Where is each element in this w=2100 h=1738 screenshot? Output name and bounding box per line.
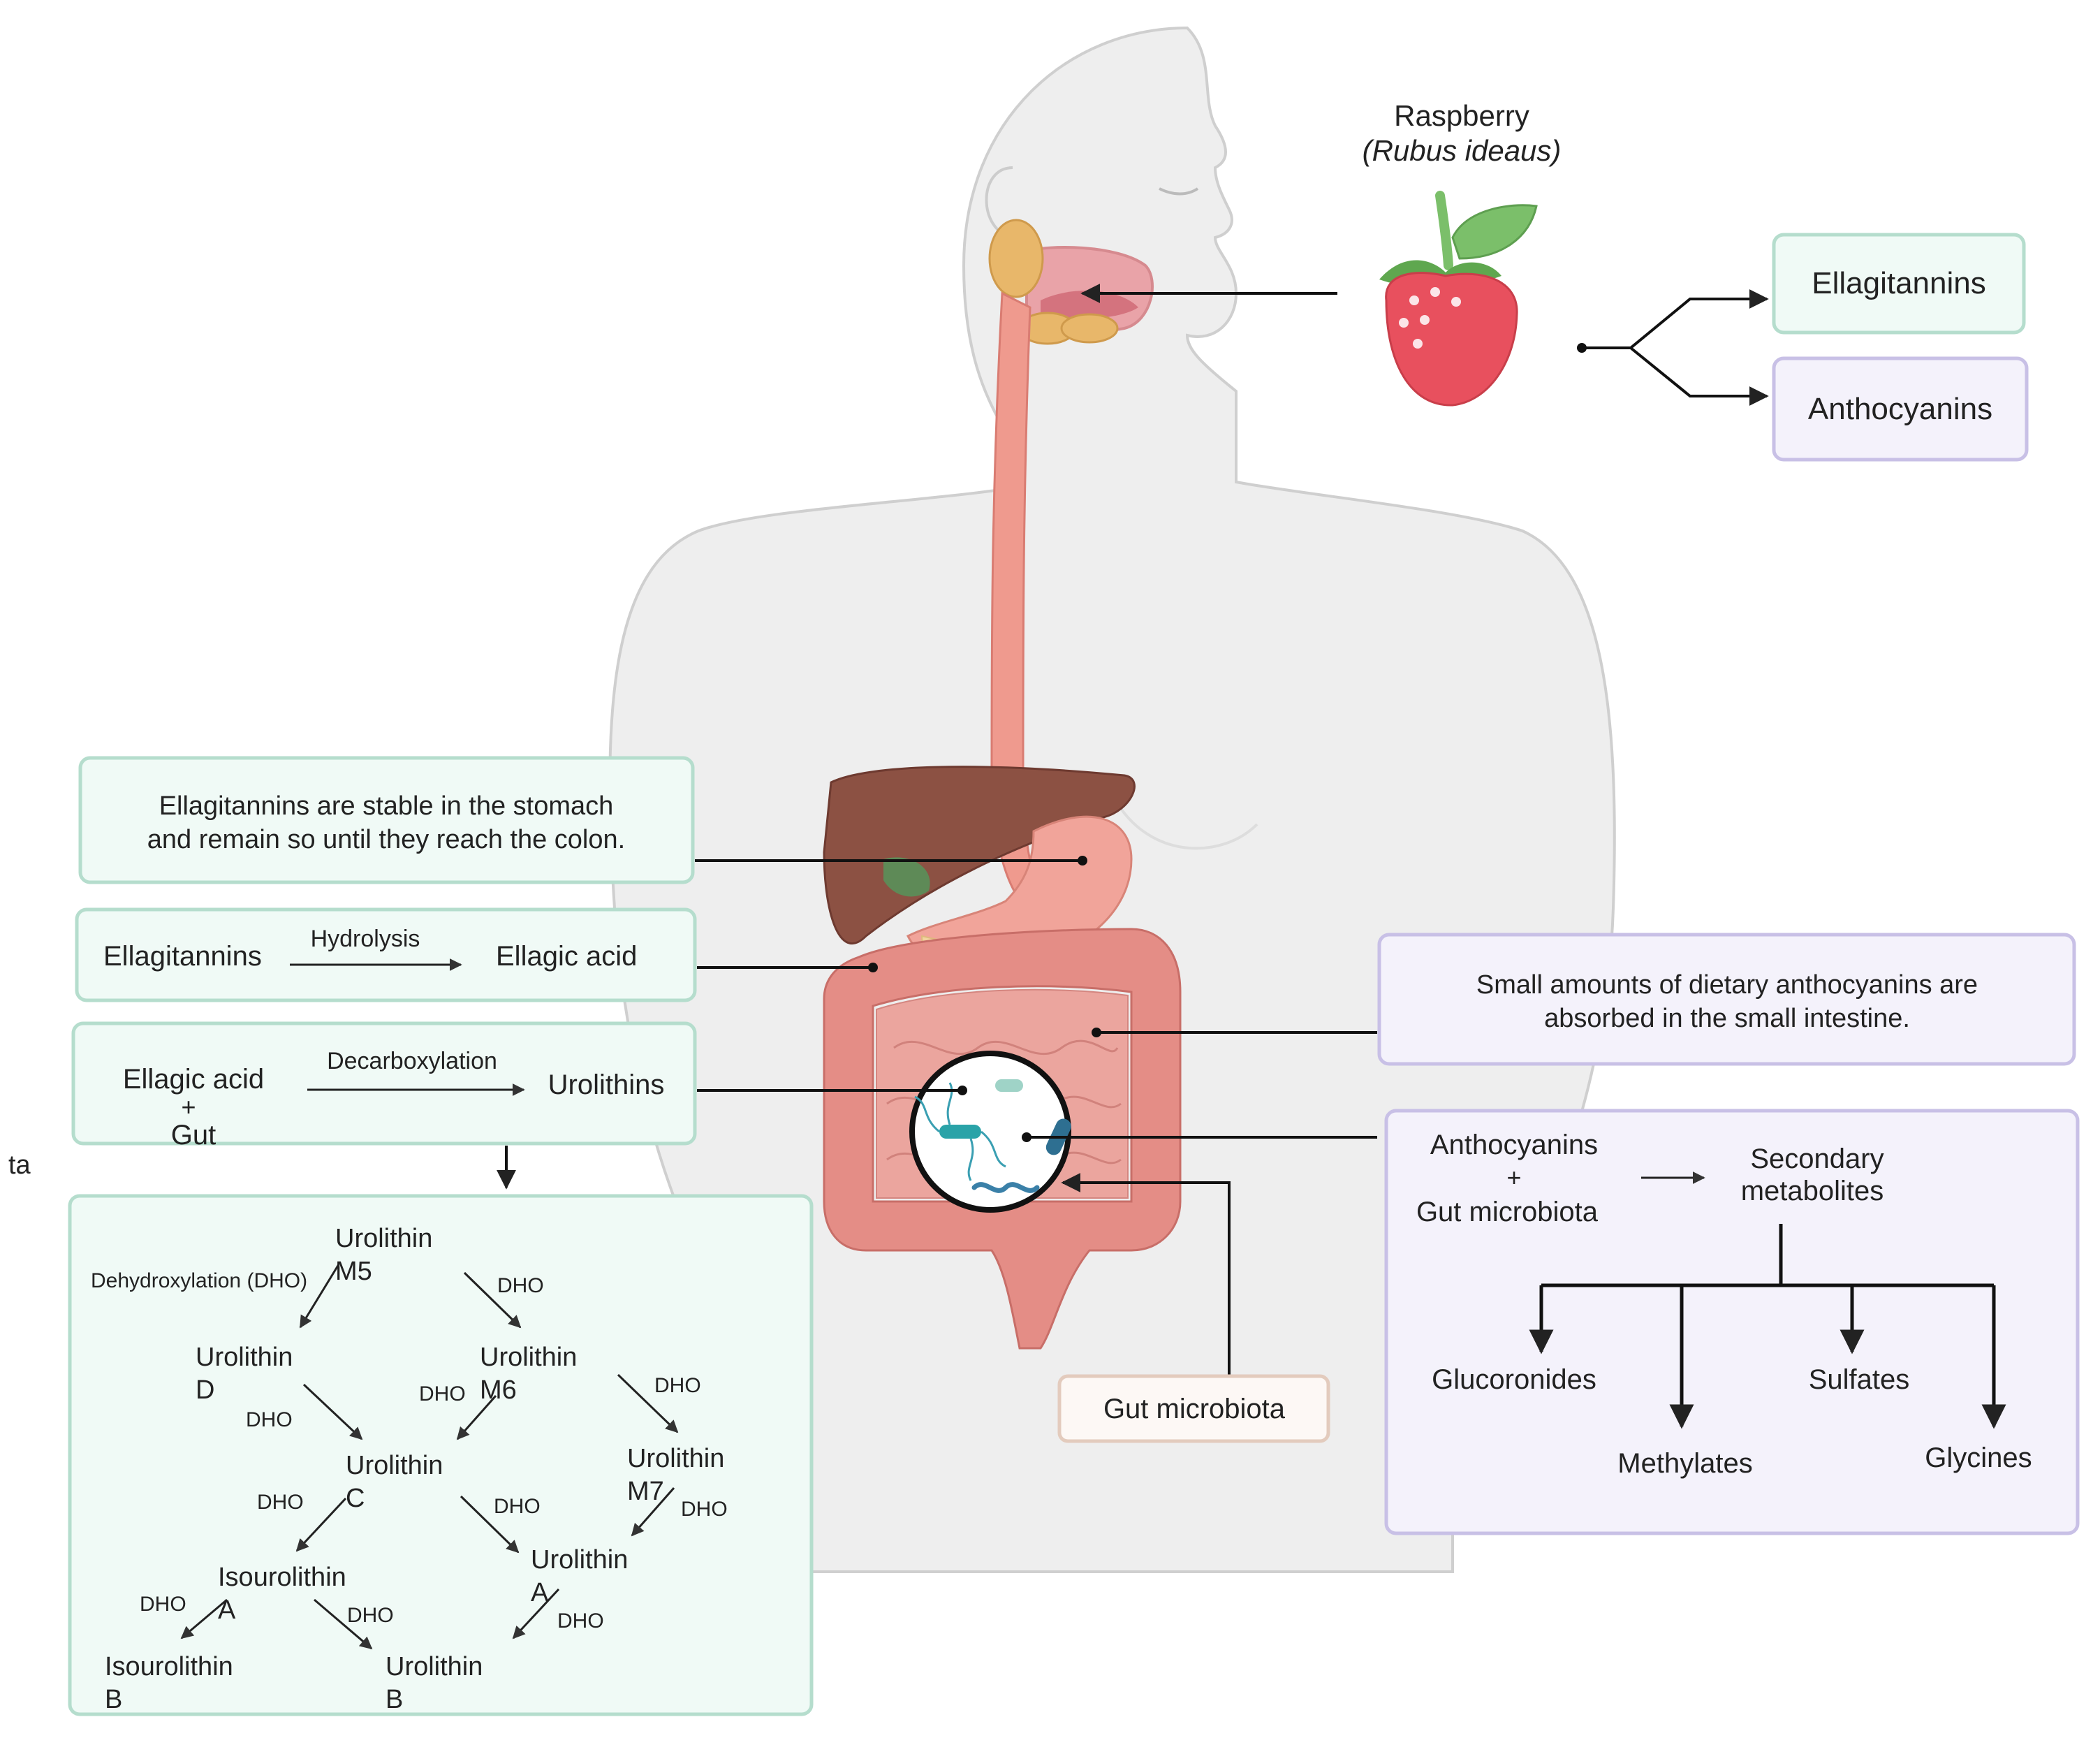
absorption-note-line2: absorbed in the small intestine. [1544, 1004, 1910, 1033]
ellagitannins-box [1772, 233, 2026, 335]
salivary-glands [988, 219, 1119, 345]
urolithin-pathway-box [68, 1194, 814, 1716]
gut-microbiota-label: Gut microbiota [1103, 1394, 1286, 1424]
urolithin-a-line1: Urolithin [531, 1545, 628, 1575]
absorption-note-line1: Small amounts of dietary anthocyanins ar… [1476, 970, 1978, 1000]
metabolite-tree [1529, 1224, 2006, 1429]
dho-label-8: DHO [140, 1593, 186, 1616]
hydrolysis-box [75, 907, 697, 1002]
metabolite-methylates: Methylates [1617, 1448, 1752, 1479]
dehydroxylation-label: Dehydroxylation (DHO) [91, 1269, 307, 1292]
dho-label-4: DHO [654, 1374, 701, 1397]
anthocyanins-label: Anthocyanins [1808, 392, 1992, 426]
connectors [497, 284, 1769, 1376]
urolithin-m5-line1: Urolithin [335, 1224, 432, 1253]
raspberry-leaf [1451, 204, 1538, 260]
urolithin-m7-line1: Urolithin [627, 1444, 724, 1473]
hydrolysis-arrow-label: Hydrolysis [311, 926, 420, 952]
stomach-note-box [78, 756, 695, 884]
stomach-note-line2: and remain so until they reach the colon… [147, 825, 625, 854]
decarboxylation-left1: Ellagic acid [123, 1064, 264, 1095]
metabolism-left2: Gut microbiota [1416, 1197, 1599, 1227]
urolithin-a-line2: A [531, 1578, 549, 1607]
urolithin-m6-line1: Urolithin [480, 1343, 577, 1372]
raspberry-name: Raspberry [1394, 99, 1529, 132]
dho-label-6: DHO [494, 1495, 541, 1518]
arrow-gut-microbiota [1061, 1173, 1231, 1376]
dho-label-10: DHO [557, 1609, 604, 1633]
decarboxylation-box [71, 1021, 697, 1146]
urolithin-m6-line2: M6 [480, 1375, 517, 1405]
digestive-organs [823, 219, 1182, 1350]
dho-label-2: DHO [246, 1408, 293, 1431]
large-intestine [823, 928, 1182, 1350]
decarboxylation-right: Urolithins [548, 1069, 665, 1100]
metabolism-right2: metabolites [1741, 1176, 1884, 1206]
metabolite-glucoronides: Glucoronides [1432, 1364, 1596, 1395]
dho-label-1: DHO [497, 1274, 544, 1297]
eye [1159, 187, 1199, 196]
urolithin-c-line1: Urolithin [346, 1451, 443, 1480]
chest-line [1116, 802, 1258, 850]
isourolithin-b-line1: Isourolithin [105, 1652, 233, 1681]
urolithin-m5-line2: M5 [335, 1257, 372, 1286]
gut-microbiota-box [1057, 1374, 1330, 1443]
gut-microbiota-magnifier [909, 1051, 1071, 1213]
ellagitannins-label: Ellagitannins [1812, 266, 1986, 300]
metabolite-sulfates: Sulfates [1809, 1364, 1910, 1395]
raspberry-seeds [1399, 287, 1461, 349]
side-text: ta [8, 1151, 31, 1180]
urolithin-m7-line2: M7 [627, 1477, 664, 1506]
tongue [1041, 291, 1138, 319]
metabolism-plus: + [1506, 1163, 1521, 1192]
raspberry-illustration [1379, 191, 1538, 407]
hydrolysis-right: Ellagic acid [496, 941, 637, 972]
dho-label-9: DHO [347, 1604, 394, 1627]
urolithin-b-line1: Urolithin [386, 1652, 483, 1681]
hydrolysis-left: Ellagitannins [103, 941, 262, 972]
decarboxylation-arrow-label: Decarboxylation [327, 1048, 497, 1074]
isourolithin-a-line2: A [218, 1595, 236, 1625]
metabolism-box [1384, 1109, 2080, 1535]
dho-label-3: DHO [419, 1382, 466, 1405]
urolithin-d-line1: Urolithin [196, 1343, 293, 1372]
raspberry-latin-name: (Rubus ideaus) [1363, 134, 1562, 167]
arrow-to-anthocyanins [1629, 346, 1769, 406]
raspberry-stem [1435, 191, 1453, 270]
urolithin-d-line2: D [196, 1375, 214, 1405]
urolithin-b-line2: B [386, 1685, 403, 1714]
metabolism-left1: Anthocyanins [1430, 1130, 1598, 1160]
decarboxylation-plus: + [181, 1093, 196, 1121]
stomach-note-line1: Ellagitannins are stable in the stomach [159, 791, 614, 821]
absorption-note-box [1377, 933, 2076, 1066]
metabolite-glycines: Glycines [1925, 1443, 2032, 1473]
anthocyanins-box [1772, 356, 2029, 462]
isourolithin-b-line2: B [105, 1685, 122, 1714]
urolithin-pathway-arrows [180, 1264, 679, 1650]
decarboxylation-left2: Gut [171, 1120, 216, 1151]
raspberry-fruit [1385, 272, 1518, 407]
dho-label-5: DHO [257, 1491, 304, 1514]
metabolism-right1: Secondary [1750, 1144, 1884, 1174]
urolithin-c-line2: C [346, 1484, 365, 1513]
arrow-to-ellagitannins [1582, 289, 1769, 349]
isourolithin-a-line1: Isourolithin [218, 1563, 346, 1592]
dho-label-7: DHO [681, 1498, 728, 1521]
gallbladder [883, 857, 930, 897]
